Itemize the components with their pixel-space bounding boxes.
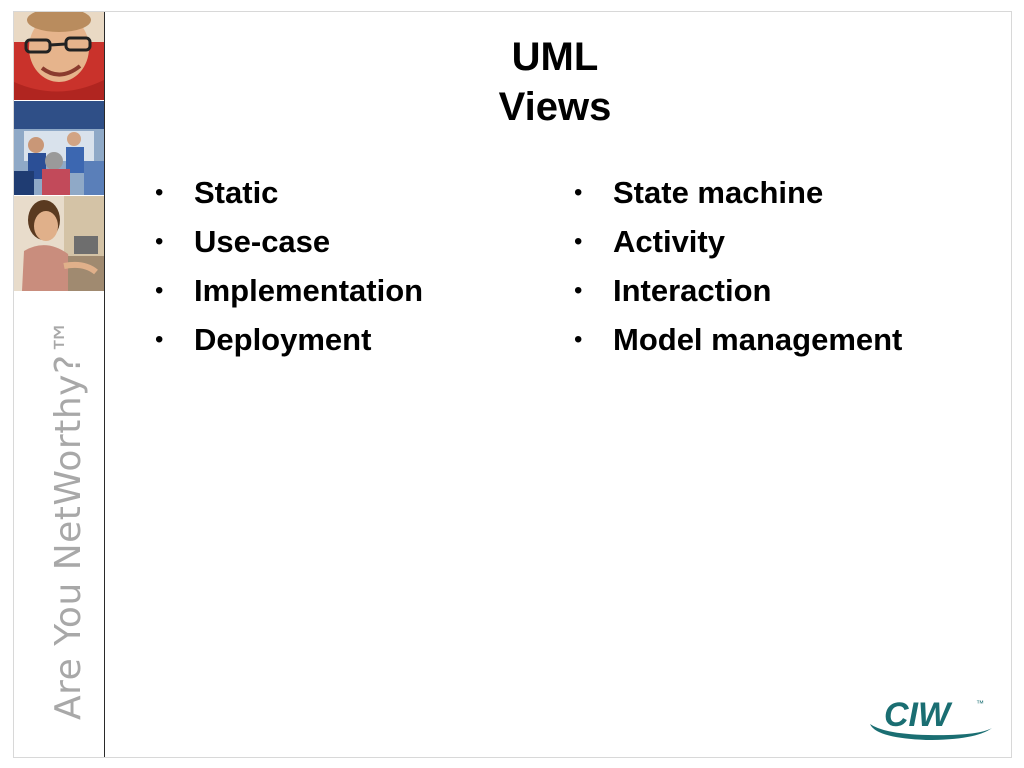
list-item: • State machine (574, 168, 902, 217)
bullet-icon: • (155, 178, 164, 206)
list-item-label: Use-case (194, 223, 331, 259)
list-item: • Model management (574, 315, 902, 364)
bullet-icon: • (155, 276, 164, 304)
bullet-icon: • (574, 276, 583, 304)
bullet-icon: • (574, 325, 583, 353)
slide-frame (13, 11, 1012, 758)
list-item: • Implementation (155, 266, 423, 315)
photo-classroom (14, 101, 104, 195)
list-item: • Use-case (155, 217, 423, 266)
list-item-label: Model management (613, 321, 903, 357)
list-item: • Interaction (574, 266, 902, 315)
left-sidebar: Are You NetWorthy?™ (14, 12, 105, 757)
list-item: • Static (155, 168, 423, 217)
title-line-uml: UML (511, 35, 599, 79)
photo-smiling-man (14, 12, 104, 100)
list-item-label: Interaction (613, 272, 772, 308)
logo-trademark: ™ (976, 699, 984, 708)
list-item-label: Static (194, 174, 279, 210)
list-item: • Deployment (155, 315, 423, 364)
bullet-icon: • (574, 178, 583, 206)
ciw-logo: CIW ™ (866, 694, 996, 744)
list-item: • Activity (574, 217, 902, 266)
views-list-right: • State machine • Activity • Interaction • M… (574, 168, 902, 364)
bullet-icon: • (155, 325, 164, 353)
list-item-label: Implementation (194, 272, 424, 308)
photo-woman-at-desk (14, 196, 104, 291)
list-item-label: Activity (613, 223, 725, 259)
logo-text: CIW (884, 696, 953, 734)
bullet-icon: • (155, 227, 164, 255)
list-item-label: State machine (613, 174, 824, 210)
bullet-icon: • (574, 227, 583, 255)
views-list-left: • Static • Use-case • Implementation • Deplo… (155, 168, 423, 364)
networthy-tagline: Are You NetWorthy?™ (48, 317, 89, 720)
slide-title: UML Views (405, 32, 705, 132)
list-item-label: Deployment (194, 321, 372, 357)
title-line-views: Views (498, 85, 612, 129)
